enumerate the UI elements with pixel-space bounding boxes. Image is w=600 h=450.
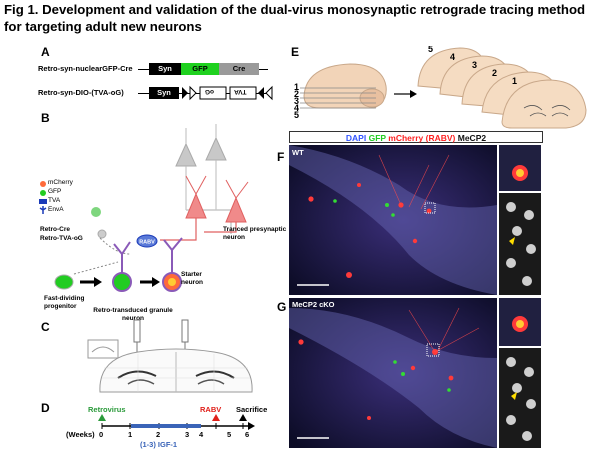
grey-neuron-2 xyxy=(205,124,227,210)
tva-box: TVA xyxy=(234,88,247,95)
timeline xyxy=(98,414,255,430)
brain-sections: 1 2 3 4 5 5 4 3 2 1 xyxy=(294,46,587,129)
legend-gfp: GFP xyxy=(48,188,62,195)
progenitor-cell xyxy=(54,274,74,290)
gfp-box: GFP xyxy=(181,63,219,75)
panel-b-label: B xyxy=(41,111,50,125)
red-neuron-1 xyxy=(185,175,207,219)
panel-c-label: C xyxy=(41,320,50,334)
retrovirus-label: Retrovirus xyxy=(88,405,126,414)
tick-2: 2 xyxy=(156,430,161,439)
syn-box-2: Syn xyxy=(149,87,179,99)
igf-label: (1-3) IGF-1 xyxy=(140,440,178,449)
section-1: 1 xyxy=(512,76,517,86)
retro-cre-virus xyxy=(91,207,101,217)
legend-b xyxy=(39,181,47,214)
weeks-label: (Weeks) xyxy=(66,430,95,439)
stain-mcherry: mCherry (RABV) xyxy=(388,133,456,143)
construct2-name: Retro-syn-DIO-(TVA-oG) xyxy=(38,88,124,97)
sacrifice-arrow xyxy=(239,414,247,421)
cko-label: MeCP2 cKO xyxy=(292,300,335,309)
panel-g-label: G xyxy=(277,300,287,314)
level-1: 1 xyxy=(294,82,299,92)
retro-cre-label: Retro-Cre xyxy=(40,226,70,233)
retro-tva-virus xyxy=(97,229,107,239)
legend-tva: TVA xyxy=(48,197,61,204)
wt-label: WT xyxy=(292,148,304,157)
micrograph-wt xyxy=(289,145,497,295)
micrograph-mecp2-cko xyxy=(289,298,497,448)
presynaptic-label: Tranced presynaptic neuron xyxy=(223,226,287,241)
level-4: 4 xyxy=(294,103,299,113)
rabv-timeline-label: RABV xyxy=(200,405,222,414)
stain-dapi: DAPI xyxy=(345,133,367,143)
section-2: 2 xyxy=(492,68,497,78)
wt-insets xyxy=(499,145,541,295)
construct1-name: Retro-syn-nuclearGFP-Cre xyxy=(38,64,133,73)
sacrifice-label: Sacrifice xyxy=(236,405,268,414)
panel-a-label: A xyxy=(41,45,50,59)
progenitor-label: Fast-dividing progenitor xyxy=(44,295,85,310)
stain-gfp: GFP xyxy=(368,133,386,143)
dio-cassette xyxy=(182,85,273,101)
igf-bar xyxy=(131,424,201,428)
rabv-particle: RABV xyxy=(136,234,158,248)
stain-legend: DAPI GFP mCherry (RABV) MeCP2 xyxy=(289,131,543,143)
legend-enva: EnvA xyxy=(48,206,64,213)
rabv-arrow xyxy=(212,414,220,421)
section-5: 5 xyxy=(428,46,433,54)
tick-1: 1 xyxy=(128,430,133,439)
starter-label: Starter neuron xyxy=(181,271,204,286)
red-neuron-2 xyxy=(225,179,249,223)
stain-mecp2: MeCP2 xyxy=(457,133,487,143)
injection-schematic xyxy=(87,319,253,393)
grey-neuron-1 xyxy=(175,128,197,210)
tracing-schematic: RABV xyxy=(39,124,249,292)
svg-text:RABV: RABV xyxy=(139,240,155,246)
section-3: 3 xyxy=(472,60,477,70)
tick-0: 0 xyxy=(99,430,104,439)
transduced-neuron xyxy=(112,241,132,292)
panel-f-label: F xyxy=(277,150,285,164)
og-box: oG xyxy=(205,88,215,95)
tick-3: 3 xyxy=(185,430,190,439)
starter-neuron xyxy=(162,237,183,292)
transduced-label: Retro-transduced granule neuron xyxy=(93,307,173,322)
level-5: 5 xyxy=(294,110,299,120)
level-2: 2 xyxy=(294,89,299,99)
panel-e-label: E xyxy=(291,45,300,59)
cko-insets xyxy=(499,298,541,448)
tick-6: 6 xyxy=(245,430,250,439)
figure-title: Fig 1. Development and validation of the… xyxy=(4,2,586,34)
legend-mcherry: mCherry xyxy=(48,179,73,186)
cre-box: Cre xyxy=(219,63,259,75)
tick-4: 4 xyxy=(199,430,204,439)
section-4: 4 xyxy=(450,52,455,62)
level-3: 3 xyxy=(294,96,299,106)
syn-box-1: Syn xyxy=(149,63,181,75)
panel-d-label: D xyxy=(41,401,50,415)
retro-tva-label: Retro-TVA-oG xyxy=(40,235,83,242)
tick-5: 5 xyxy=(227,430,232,439)
retrovirus-arrow xyxy=(98,414,106,421)
